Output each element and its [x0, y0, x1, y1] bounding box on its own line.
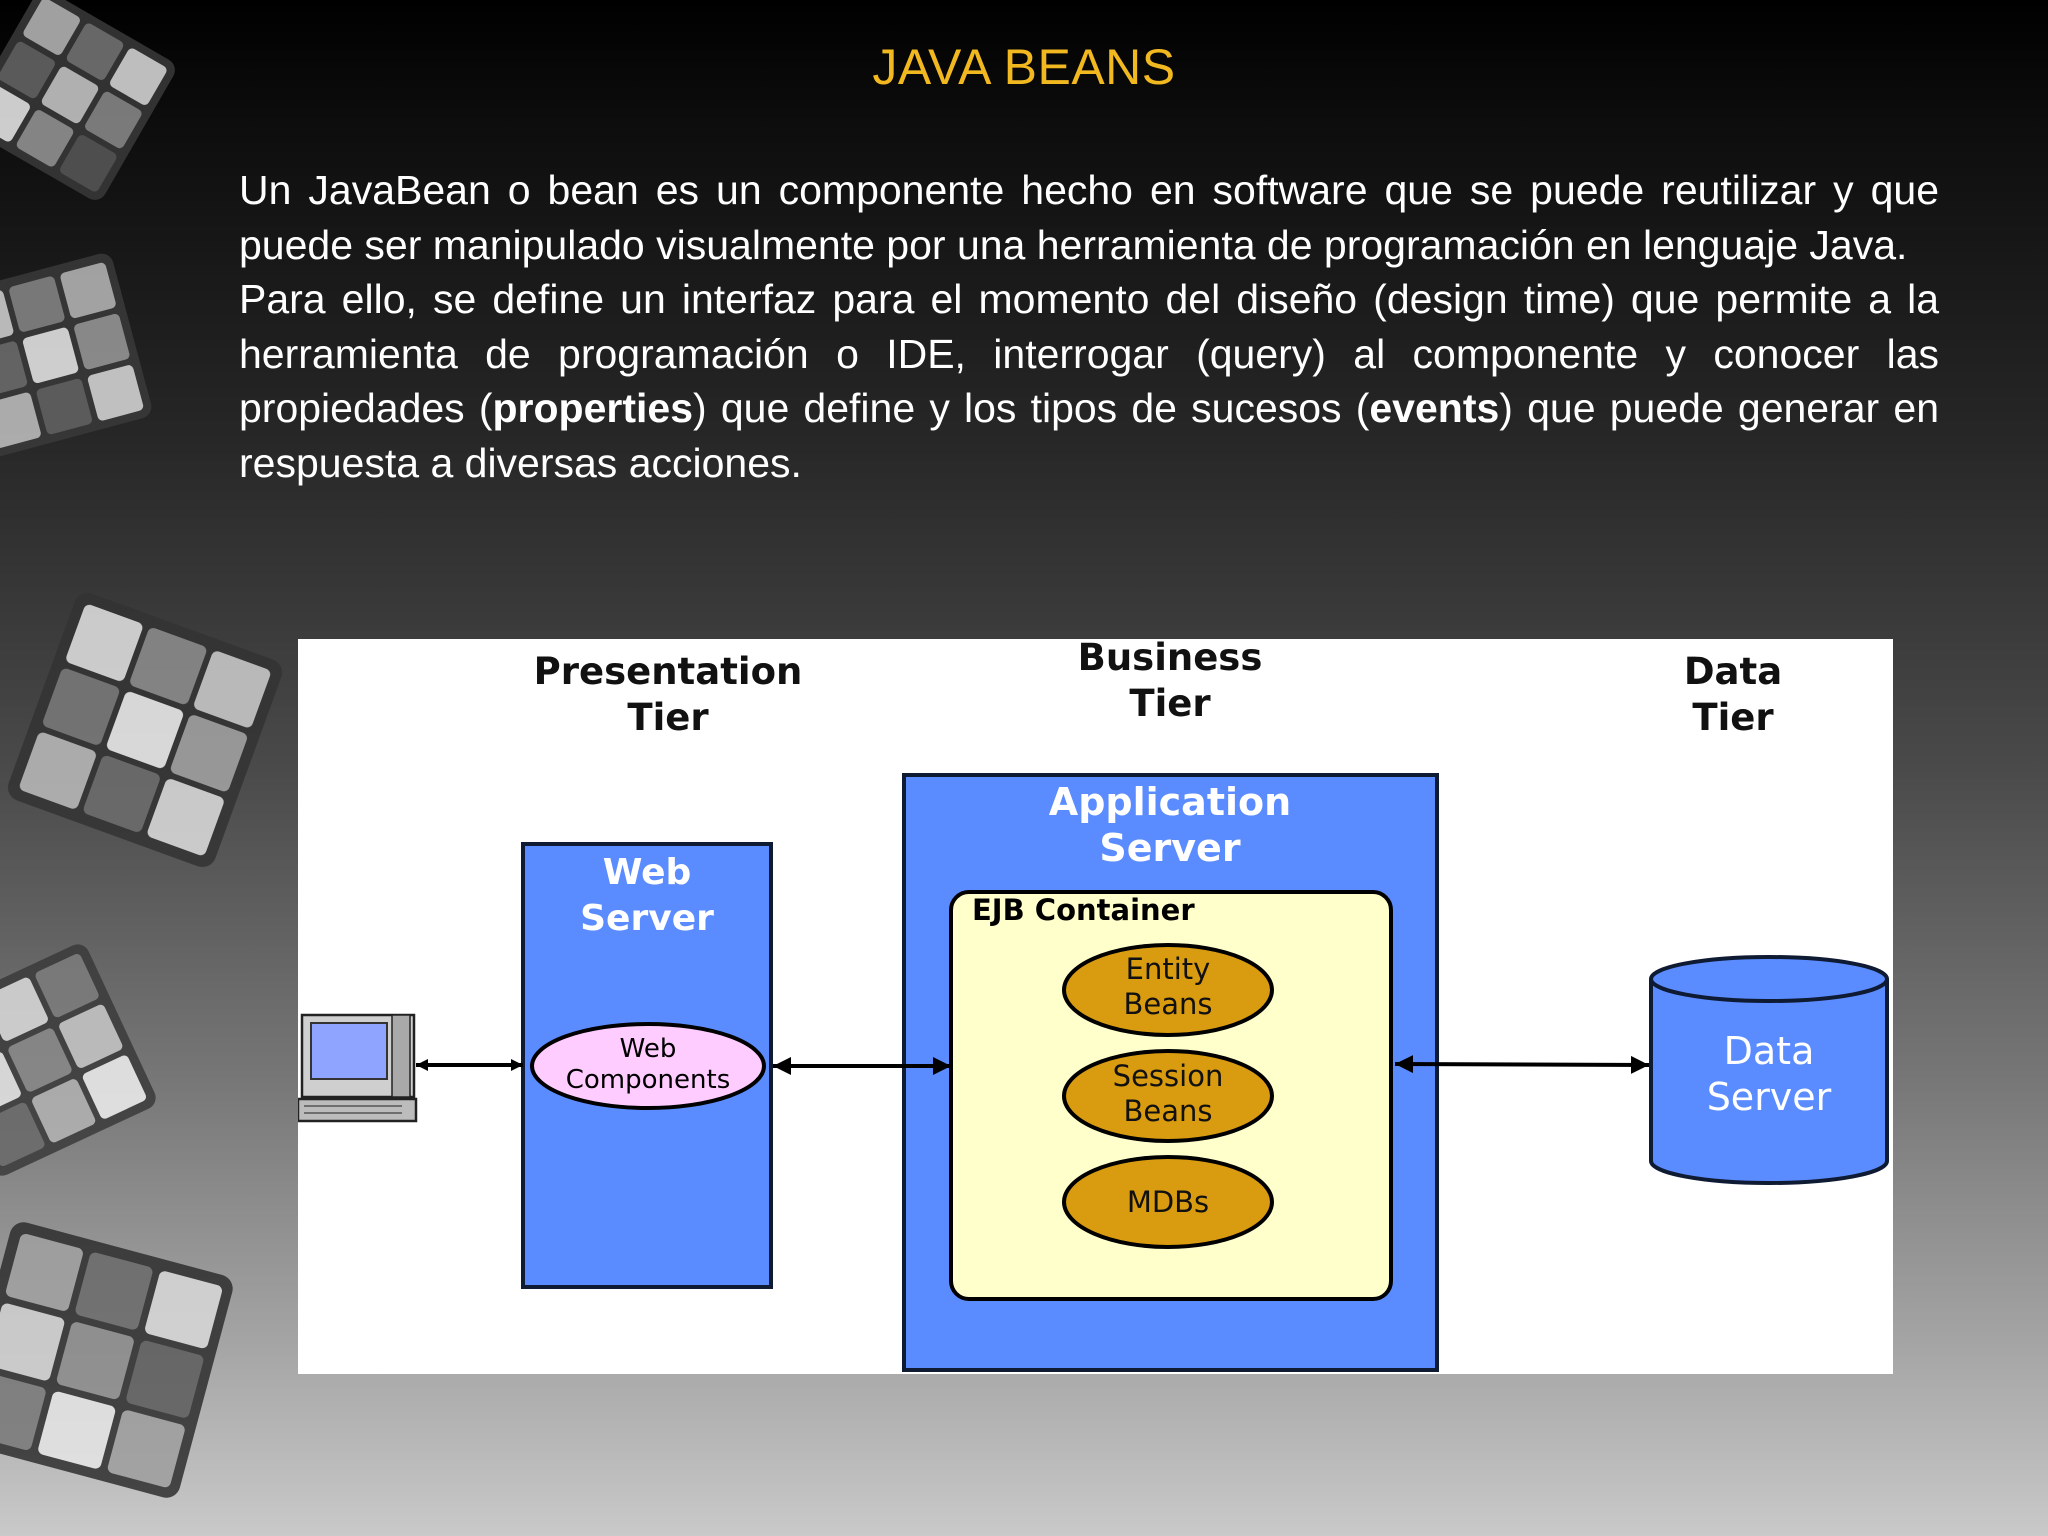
entity-beans-node [1062, 943, 1274, 1037]
slide-title: JAVA BEANS [872, 39, 1176, 95]
mdbs-label: MDBs [1127, 1185, 1209, 1219]
session-beans-node [1062, 1049, 1274, 1143]
ejb-container-label: EJB Container [972, 893, 1195, 927]
client-computer-icon [298, 1013, 418, 1123]
events-keyword: events [1369, 385, 1500, 431]
rubiks-cube-decoration [0, 0, 283, 1498]
properties-keyword: properties [492, 385, 694, 431]
paragraph-text: Para ello, se define un interfaz para el… [239, 276, 1939, 431]
app-data-arrow [1394, 1055, 1650, 1074]
web-components-node [530, 1022, 766, 1110]
paragraph-text: ) que define y los tipos de sucesos ( [693, 385, 1370, 431]
paragraph-interface: Para ello, se define un interfaz para el… [239, 272, 1939, 490]
paragraph-text: ) que puede generar en respuesta a diver… [239, 385, 1939, 486]
paragraph-intro: Un JavaBean o bean es un componente hech… [239, 167, 1939, 268]
data-server-cylinder [1649, 955, 1889, 1185]
mdbs-node [1062, 1155, 1274, 1249]
body-text: Un JavaBean o bean es un componente hech… [239, 163, 1939, 490]
